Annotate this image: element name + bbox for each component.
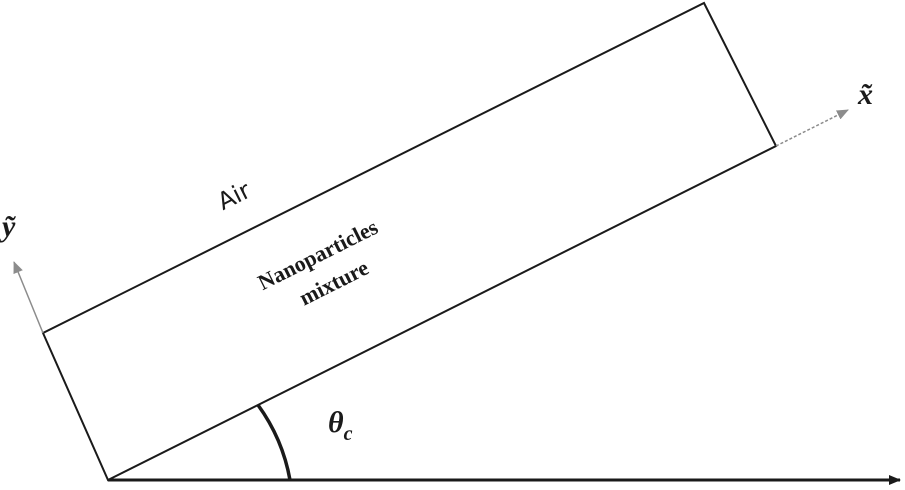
angle-label: θc bbox=[328, 406, 353, 445]
inclined-fluid-layer bbox=[41, 1, 778, 482]
angle-subscript: c bbox=[344, 423, 353, 445]
inclination-angle-arc bbox=[256, 403, 292, 481]
air-label: Air bbox=[213, 176, 255, 216]
y-axis-arrow bbox=[13, 261, 44, 334]
x-axis-label: x̃ bbox=[857, 78, 873, 111]
angle-symbol: θ bbox=[328, 406, 344, 439]
x-axis-arrow bbox=[775, 109, 849, 147]
y-axis-label: ỹ bbox=[0, 210, 16, 243]
